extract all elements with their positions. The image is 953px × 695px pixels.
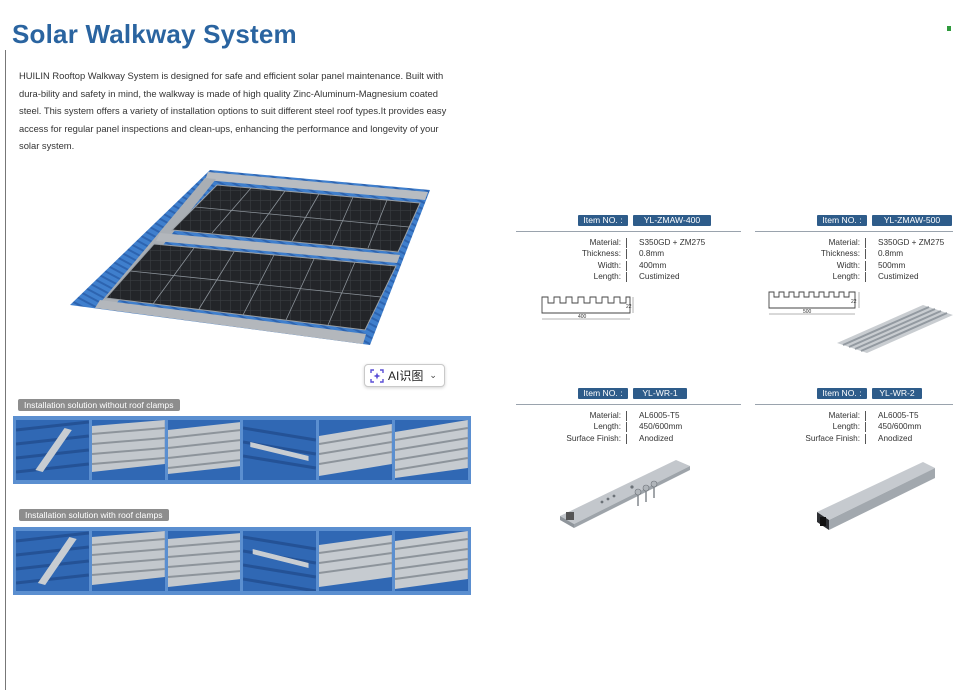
item-no-label: Item NO. : xyxy=(578,388,628,399)
chevron-down-icon: ⌄ xyxy=(429,370,437,380)
spec-value: 450/600mm xyxy=(878,422,922,432)
install-label-with-clamps: Installation solution with roof clamps xyxy=(19,509,169,521)
spec-value: Anodized xyxy=(639,433,674,443)
item-code: YL-WR-2 xyxy=(872,388,922,399)
spec-value: 0.8mm xyxy=(639,249,665,259)
intro-paragraph: HUILIN Rooftop Walkway System is designe… xyxy=(19,70,447,151)
item-code: YL-ZMAW-500 xyxy=(872,215,952,226)
spec-key: Surface Finish: xyxy=(805,433,860,443)
install-photo xyxy=(91,420,165,480)
item-no-label: Item NO. : xyxy=(817,388,867,399)
spec-key: Length: xyxy=(593,422,621,432)
spec-value: Custimized xyxy=(878,272,919,282)
divider xyxy=(755,404,953,405)
divider xyxy=(516,404,741,405)
install-photo xyxy=(16,531,89,591)
install-photo xyxy=(243,531,317,591)
walkway-rail-with-clamps-image xyxy=(560,460,690,528)
spec-value: AL6005-T5 xyxy=(639,411,680,420)
spec-value: 500mm xyxy=(878,260,906,270)
spec-key: Material: xyxy=(589,411,621,420)
install-photo xyxy=(167,420,241,480)
install-photo xyxy=(16,420,89,480)
install-photo xyxy=(243,420,317,480)
ai-image-recognition-button[interactable]: AI识图 ⌄ xyxy=(364,364,445,387)
spec-key: Length: xyxy=(832,272,860,282)
item-no-label: Item NO. : xyxy=(578,215,628,226)
divider xyxy=(516,231,741,232)
spec-value: S350GD + ZM275 xyxy=(639,238,706,247)
spec-value: 400mm xyxy=(639,260,667,270)
spec-key: Width: xyxy=(597,260,621,270)
spec-key: Material: xyxy=(589,238,621,247)
install-photo xyxy=(395,531,468,591)
product-card-wr-1: Item NO. : YL-WR-1 Material: AL6005-T5 Le… xyxy=(516,388,741,538)
hero-solar-roof-image xyxy=(60,160,460,360)
item-code: YL-ZMAW-400 xyxy=(633,215,711,226)
dim-width-label: 500 xyxy=(803,309,812,315)
spec-key: Length: xyxy=(832,422,860,432)
spec-value: S350GD + ZM275 xyxy=(878,238,945,247)
dim-height-label: 22 xyxy=(626,304,632,310)
spec-value: AL6005-T5 xyxy=(878,411,919,420)
spec-key: Width: xyxy=(836,260,860,270)
spec-list: Material:S350GD + ZM275 Thickness:0.8mm … xyxy=(755,237,953,283)
dim-height-label: 22 xyxy=(851,299,857,305)
spec-value: Anodized xyxy=(878,433,913,443)
install-strip-with-clamps xyxy=(13,527,471,595)
spec-key: Material: xyxy=(828,411,860,420)
spec-list: Material: AL6005-T5 Length: 450/600mm Surf… xyxy=(755,410,953,444)
corner-mark xyxy=(947,26,951,31)
spec-key: Thickness: xyxy=(820,249,860,259)
install-photo xyxy=(319,420,393,480)
spec-value: 450/600mm xyxy=(639,422,683,432)
item-code: YL-WR-1 xyxy=(633,388,687,399)
install-photo xyxy=(91,531,165,591)
profile-drawing: 400 22 xyxy=(541,296,634,320)
profile-drawing: 500 22 xyxy=(768,291,860,315)
install-photo xyxy=(319,531,393,591)
spec-value: 0.8mm xyxy=(878,249,904,259)
product-card-zmaw-500: Item NO. : YL-ZMAW-500 Material: S350GD +… xyxy=(755,215,953,355)
product-card-wr-2: Item NO. : YL-WR-2 Material: AL6005-T5 Le… xyxy=(755,388,953,538)
install-strip-no-clamps xyxy=(13,416,471,484)
ai-scan-icon xyxy=(370,368,384,383)
product-card-zmaw-400: Item NO. : YL-ZMAW-400 Material: S350GD +… xyxy=(516,215,741,335)
page-title: Solar Walkway System xyxy=(12,19,297,49)
item-no-label: Item NO. : xyxy=(817,215,867,226)
spec-key: Material: xyxy=(828,238,860,247)
spec-key: Surface Finish: xyxy=(566,433,621,443)
left-margin-rule xyxy=(5,50,6,690)
install-photo xyxy=(395,420,468,480)
spec-key: Length: xyxy=(593,272,621,282)
dim-width-label: 400 xyxy=(578,314,587,320)
spec-list: Material: AL6005-T5 Length: 450/600mm Surf… xyxy=(516,410,741,444)
spec-value: Custimized xyxy=(639,272,680,282)
divider xyxy=(755,231,953,232)
install-photo xyxy=(167,531,241,591)
spec-list: Material:S350GD + ZM275 Thickness:0.8mm … xyxy=(516,237,741,283)
spec-key: Thickness: xyxy=(581,249,621,259)
install-label-no-clamps: Installation solution without roof clamp… xyxy=(18,399,180,411)
walkway-panel-image xyxy=(837,305,953,353)
walkway-rail-profile-image xyxy=(817,462,935,530)
ai-chip-label: AI识图 xyxy=(388,369,424,383)
